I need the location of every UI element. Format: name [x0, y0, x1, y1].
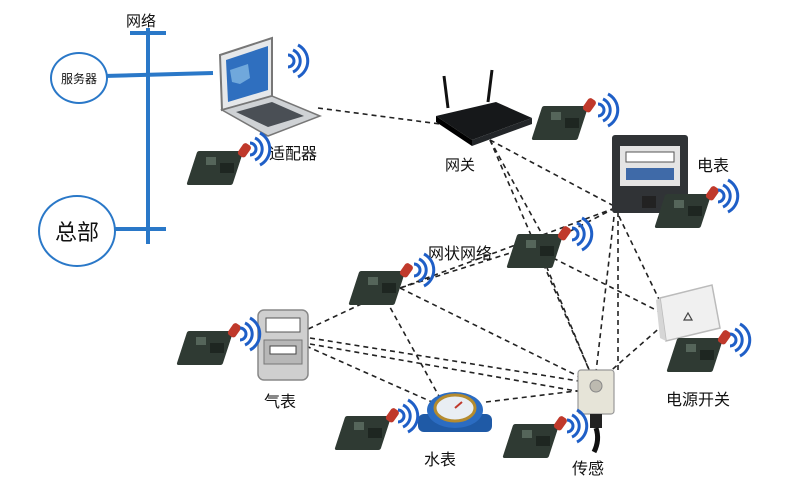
link-hubnode-sensor [542, 257, 591, 373]
hq-node: 总部 [38, 195, 116, 267]
hq-label: 总部 [54, 221, 99, 246]
link-leftnode-sensor [399, 287, 587, 381]
link-sensor-switch [605, 324, 664, 376]
link-meter-switch [614, 207, 669, 319]
link-gateway-hubnode [489, 139, 544, 237]
link-leftnode-water [385, 299, 441, 399]
water-meter-label: 水表 [424, 450, 457, 469]
link-gas-water [305, 345, 433, 403]
adapter-label: 适配器 [269, 144, 318, 163]
power-switch-label: 电源开关 [666, 390, 731, 409]
electric-meter-label: 电表 [697, 156, 730, 175]
server-node: 服务器 [50, 52, 108, 104]
link-hubnode-switch [552, 257, 661, 313]
link-leftnode-gas [305, 299, 371, 331]
server-label: 服务器 [60, 71, 97, 86]
mesh-label: 网状网络 [428, 244, 493, 263]
link-gas-sensor [309, 337, 586, 383]
server-network-line [103, 71, 214, 78]
link-gas-sensor-2 [309, 343, 583, 393]
link-water-sensor [485, 389, 585, 403]
link-meter-hubnode [552, 207, 616, 241]
gas-meter-label: 气表 [264, 392, 297, 411]
gateway-label: 网关 [445, 156, 476, 174]
link-laptop-gateway [317, 107, 441, 125]
link-meter-sensor [595, 207, 616, 373]
sensor-label: 传感 [572, 459, 605, 478]
network-label: 网络 [126, 12, 157, 30]
